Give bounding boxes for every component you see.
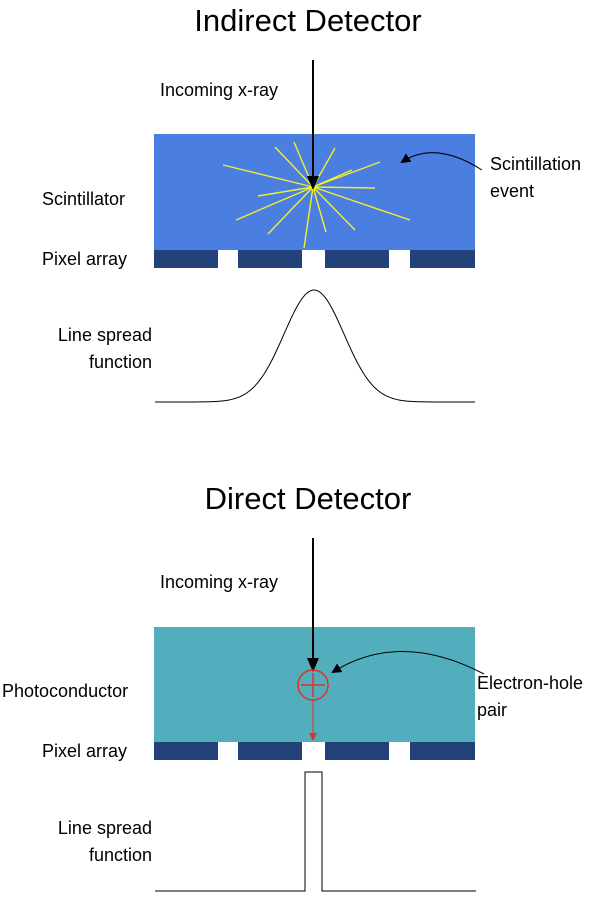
direct-pixel-array <box>154 742 475 760</box>
pixel <box>154 742 218 760</box>
photoconductor-label: Photoconductor <box>2 681 128 701</box>
indirect-lsf-label-line2: function <box>89 352 152 372</box>
indirect-line-spread-curve <box>155 289 475 403</box>
indirect-pixel-label: Pixel array <box>42 249 127 269</box>
indirect-lsf-label-line1: Line spread <box>58 325 152 345</box>
indirect-incoming-label: Incoming x-ray <box>160 80 278 100</box>
indirect-title: Indirect Detector <box>194 3 421 38</box>
pixel <box>238 742 302 760</box>
indirect-pixel-array <box>154 250 475 268</box>
scintillation-event-pointer <box>400 152 483 171</box>
electron-hole-label-line2: pair <box>477 700 507 720</box>
scintillation-label-line1: Scintillation <box>490 154 581 174</box>
pixel <box>325 742 389 760</box>
pixel <box>410 250 475 268</box>
direct-pixel-label: Pixel array <box>42 741 127 761</box>
direct-line-spread-curve <box>155 771 476 892</box>
direct-lsf-label-line1: Line spread <box>58 818 152 838</box>
electron-hole-pair-icon <box>297 669 329 701</box>
pixel <box>325 250 389 268</box>
pixel <box>238 250 302 268</box>
electron-hole-label-line1: Electron-hole <box>477 673 583 693</box>
direct-incoming-label: Incoming x-ray <box>160 572 278 592</box>
scintillator-label: Scintillator <box>42 189 125 209</box>
direct-title: Direct Detector <box>205 481 412 516</box>
pixel <box>154 250 218 268</box>
scintillation-label-line2: event <box>490 181 534 201</box>
pixel <box>410 742 475 760</box>
direct-lsf-label-line2: function <box>89 845 152 865</box>
electron-hole-pointer <box>331 651 485 675</box>
